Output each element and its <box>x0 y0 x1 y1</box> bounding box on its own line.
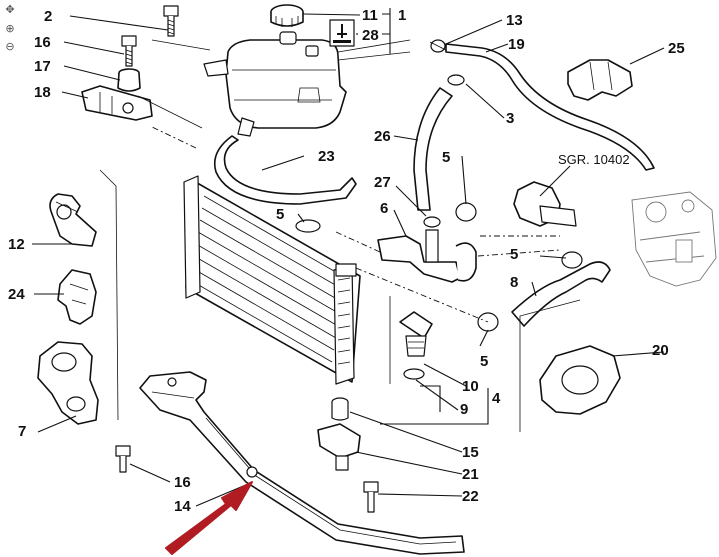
callout-25[interactable]: 25 <box>668 40 685 57</box>
callout-28[interactable]: 28 <box>362 27 379 44</box>
bracket-20 <box>539 345 621 415</box>
callout-21[interactable]: 21 <box>462 466 479 483</box>
reference-sgr: SGR. 10402 <box>558 152 630 167</box>
bush-15 <box>331 397 349 421</box>
callout-9[interactable]: 9 <box>460 401 468 418</box>
zoom-in-icon[interactable]: ⊕ <box>5 22 15 35</box>
callout-22[interactable]: 22 <box>462 488 479 505</box>
highlight-arrow <box>165 481 253 555</box>
callout-26[interactable]: 26 <box>374 128 391 145</box>
callout-13[interactable]: 13 <box>506 12 523 29</box>
callout-15[interactable]: 15 <box>462 444 479 461</box>
hose-8 <box>511 261 611 327</box>
clip-5-left <box>295 219 321 233</box>
expansion-tank <box>203 31 347 137</box>
screw-2 <box>163 5 179 37</box>
clip-27 <box>423 216 441 228</box>
hose-19 <box>445 43 655 171</box>
callout-3[interactable]: 3 <box>506 110 514 127</box>
clip-24 <box>57 269 97 325</box>
callout-24[interactable]: 24 <box>8 286 25 303</box>
clip-5-mid <box>455 202 477 222</box>
callout-7[interactable]: 7 <box>18 423 26 440</box>
screw-22 <box>363 481 379 513</box>
callout-17[interactable]: 17 <box>34 58 51 75</box>
callout-2[interactable]: 2 <box>44 8 52 25</box>
callout-11[interactable]: 11 <box>362 7 378 24</box>
callout-14[interactable]: 14 <box>174 498 191 515</box>
callout-1[interactable]: 1 <box>398 7 406 24</box>
callout-5-mid[interactable]: 5 <box>442 149 450 166</box>
bracket-7 <box>37 341 99 425</box>
rubber-bush-17 <box>117 68 141 92</box>
callout-6[interactable]: 6 <box>380 200 388 217</box>
engine-outline <box>631 191 717 287</box>
hose-23 <box>213 135 357 205</box>
callout-8[interactable]: 8 <box>510 274 518 291</box>
callout-27[interactable]: 27 <box>374 174 391 191</box>
clip-13 <box>429 39 447 53</box>
callout-5-lower[interactable]: 5 <box>480 353 488 370</box>
callout-19[interactable]: 19 <box>508 36 525 53</box>
bracket-25 <box>567 59 633 101</box>
warning-label <box>329 19 355 47</box>
fitting-6 <box>377 229 477 283</box>
thermostat-housing <box>513 181 577 227</box>
clip-3 <box>447 74 465 86</box>
crossmember-14 <box>139 371 465 555</box>
callout-18[interactable]: 18 <box>34 84 51 101</box>
radiator <box>183 175 361 385</box>
clip-12 <box>49 193 97 247</box>
callout-5-left[interactable]: 5 <box>276 206 284 223</box>
callout-10[interactable]: 10 <box>462 378 479 395</box>
washer-9 <box>403 368 425 380</box>
callout-16-bottom[interactable]: 16 <box>174 474 191 491</box>
screw-16-top <box>121 35 137 67</box>
tank-cap <box>270 4 304 27</box>
bracket-18 <box>81 85 153 121</box>
hose-26 <box>413 87 453 211</box>
zoom-out-icon[interactable]: ⊖ <box>5 40 15 53</box>
callout-23[interactable]: 23 <box>318 148 335 165</box>
callout-20[interactable]: 20 <box>652 342 669 359</box>
sensor-21 <box>317 423 361 471</box>
callout-5-right[interactable]: 5 <box>510 246 518 263</box>
clip-5-right <box>561 251 583 269</box>
pan-icon[interactable]: ✥ <box>5 3 15 16</box>
drain-plug-10 <box>399 311 433 357</box>
screw-16-bottom <box>115 445 131 473</box>
callout-16-top[interactable]: 16 <box>34 34 51 51</box>
callout-4[interactable]: 4 <box>492 390 501 407</box>
callout-12[interactable]: 12 <box>8 236 25 253</box>
